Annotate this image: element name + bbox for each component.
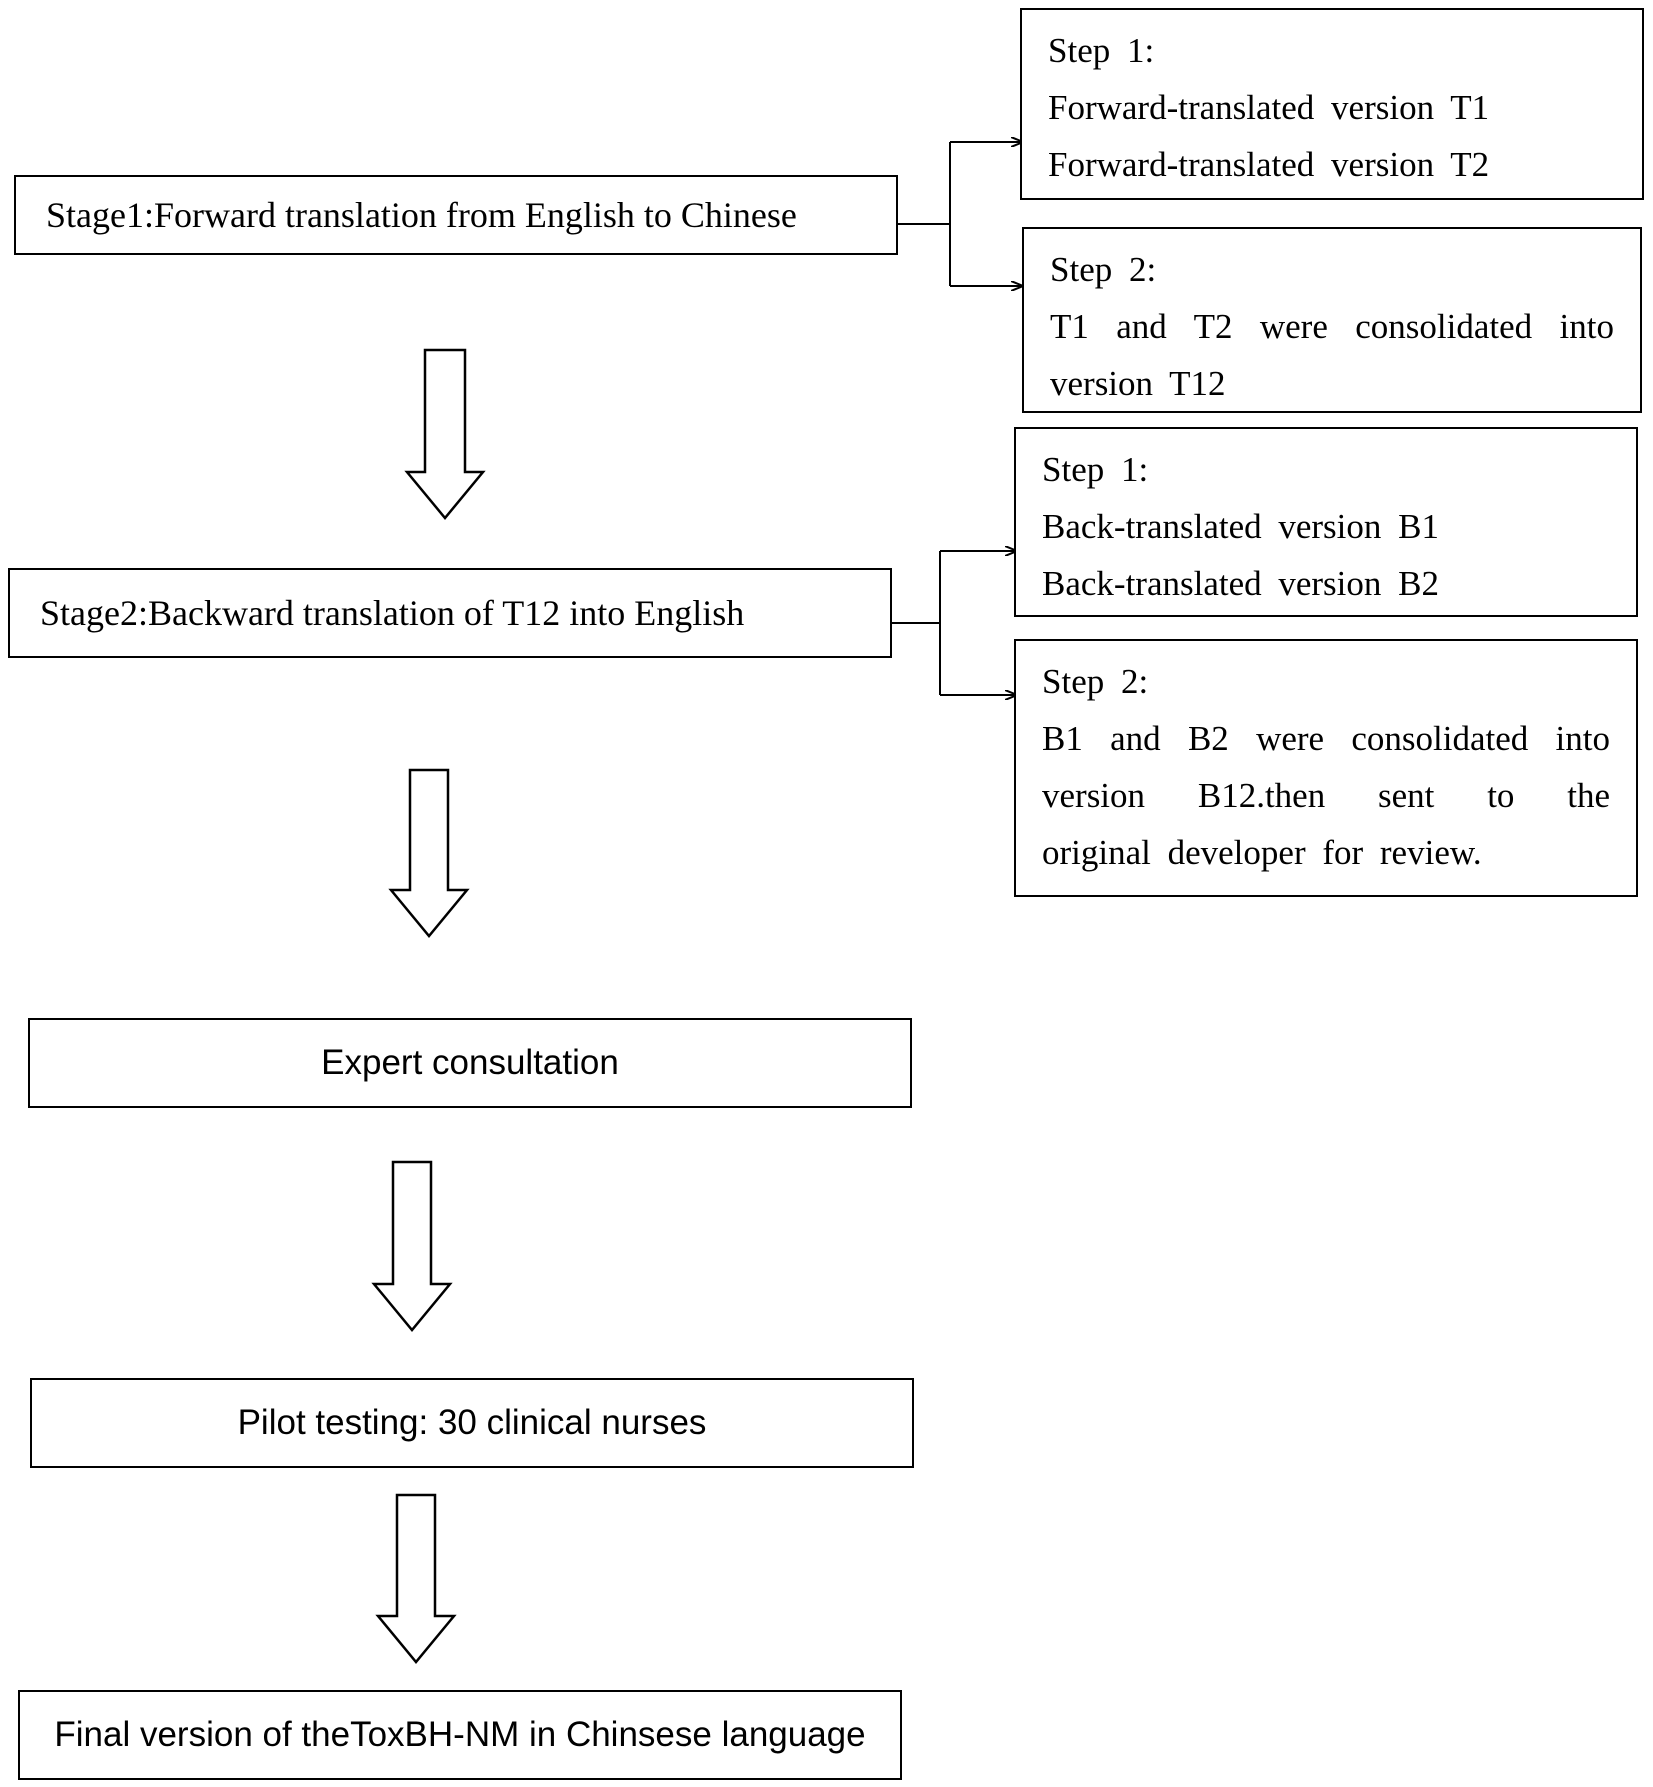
- step-text-line: Back-translated version B1: [1042, 507, 1440, 546]
- down-arrow-icon: [404, 348, 486, 520]
- step-text-line: version T12: [1050, 364, 1226, 403]
- final-version-box: Final version of theToxBH-NM in Chinsese…: [18, 1690, 902, 1780]
- step-text-line: Forward-translated version T2: [1048, 145, 1490, 184]
- down-arrow-icon: [371, 1160, 453, 1332]
- expert-consultation-label: Expert consultation: [321, 1043, 619, 1082]
- stage1-step1-box: Step 1: Forward-translated version T1 Fo…: [1020, 8, 1644, 200]
- step-title: Step 1:: [1042, 450, 1149, 489]
- stage1-step2-box: Step 2: T1 and T2 were consolidated into…: [1022, 227, 1642, 413]
- step-text-line: version B12.then sent to the: [1042, 776, 1610, 815]
- step-text-line: T1 and T2 were consolidated into: [1050, 307, 1614, 346]
- step-title: Step 1:: [1048, 31, 1155, 70]
- stage2-label: Stage2:Backward translation of T12 into …: [40, 593, 745, 633]
- stage1-label: Stage1:Forward translation from English …: [46, 195, 797, 235]
- stage1-bracket-connector: [898, 142, 1022, 286]
- stage2-step1-box: Step 1: Back-translated version B1 Back-…: [1014, 427, 1638, 617]
- stage2-bracket-connector: [892, 551, 1016, 695]
- pilot-testing-label: Pilot testing: 30 clinical nurses: [237, 1403, 707, 1442]
- expert-consultation-box: Expert consultation: [28, 1018, 912, 1108]
- down-arrow-icon: [388, 768, 470, 938]
- step-text-line: original developer for review.: [1042, 833, 1482, 872]
- step-text-line: Back-translated version B2: [1042, 564, 1440, 603]
- final-version-label: Final version of theToxBH-NM in Chinsese…: [54, 1715, 866, 1754]
- step-title: Step 2:: [1042, 662, 1149, 701]
- step-text-line: B1 and B2 were consolidated into: [1042, 719, 1610, 758]
- step-text-line: Forward-translated version T1: [1048, 88, 1490, 127]
- step-title: Step 2:: [1050, 250, 1157, 289]
- pilot-testing-box: Pilot testing: 30 clinical nurses: [30, 1378, 914, 1468]
- stage2-step2-box: Step 2: B1 and B2 were consolidated into…: [1014, 639, 1638, 897]
- down-arrow-icon: [375, 1493, 457, 1664]
- stage2-box: Stage2:Backward translation of T12 into …: [8, 568, 892, 658]
- stage1-box: Stage1:Forward translation from English …: [14, 175, 898, 255]
